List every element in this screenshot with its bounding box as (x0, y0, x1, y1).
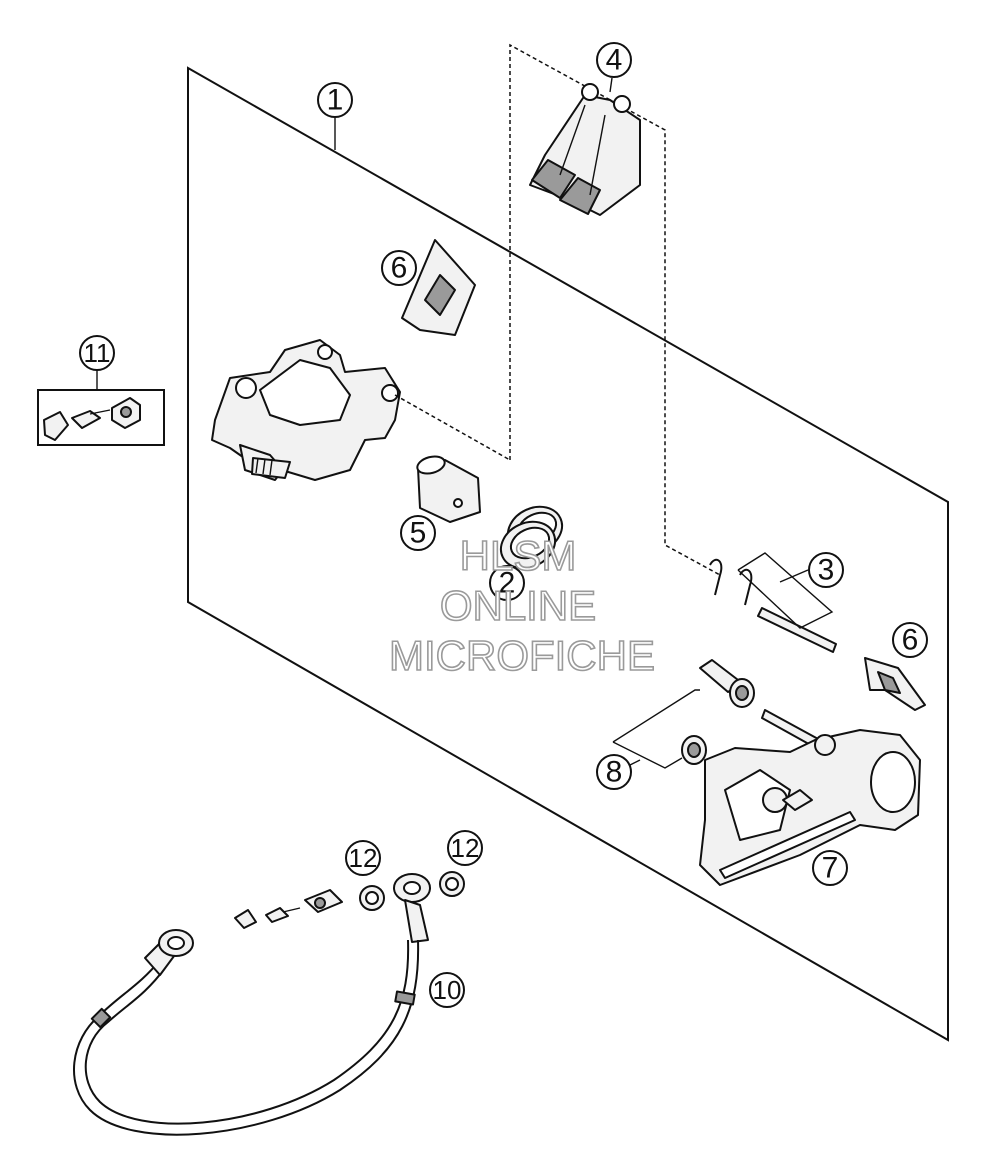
svg-text:7: 7 (822, 852, 839, 885)
pad-spring-upper (401, 239, 476, 336)
callout-1: 1 (317, 82, 353, 118)
callout-8: 8 (596, 754, 632, 790)
banjo-bolt-set (234, 889, 343, 929)
watermark-line-3: MICROFICHE (389, 632, 655, 679)
svg-text:4: 4 (606, 44, 623, 77)
brake-pads (529, 83, 641, 216)
caliper-bracket (699, 729, 921, 886)
callout-3: 3 (808, 552, 844, 588)
svg-text:11: 11 (84, 338, 111, 368)
callout-6b: 6 (892, 622, 928, 658)
callout-12b: 12 (447, 830, 483, 866)
svg-text:10: 10 (433, 975, 462, 1005)
pad-spring-lower (864, 657, 926, 711)
svg-text:1: 1 (327, 84, 344, 117)
svg-text:6: 6 (902, 624, 919, 657)
callout-12a: 12 (345, 840, 381, 876)
svg-text:2: 2 (499, 567, 516, 600)
callout-2: 2 (489, 565, 525, 601)
piston (416, 455, 481, 523)
seal-rings (499, 505, 564, 570)
svg-text:12: 12 (451, 833, 480, 863)
callout-5: 5 (400, 515, 436, 551)
pin-and-clips (709, 552, 837, 653)
brake-hose (73, 873, 431, 1136)
bleeder-kit-box (37, 370, 165, 446)
copper-washers (359, 871, 465, 911)
watermark-line-1: HLSM (460, 532, 577, 579)
caliper-pad-link (394, 394, 511, 461)
callout-10: 10 (429, 972, 465, 1008)
brake-caliper (211, 339, 401, 481)
callout-6a: 6 (381, 250, 417, 286)
svg-text:6: 6 (391, 252, 408, 285)
leader-4 (609, 77, 613, 93)
assembly-outline-1 (187, 66, 949, 1042)
watermark-line-2: ONLINE (440, 582, 596, 629)
svg-text:3: 3 (818, 554, 835, 587)
pad-group-dashed-outline (509, 43, 721, 576)
slide-pins-and-boots (612, 659, 821, 769)
callout-11: 11 (79, 335, 115, 371)
callout-4: 4 (596, 42, 632, 78)
svg-text:12: 12 (349, 843, 378, 873)
callout-7: 7 (812, 850, 848, 886)
watermark: HLSM ONLINE MICROFICHE (388, 531, 656, 680)
svg-text:8: 8 (606, 756, 623, 789)
svg-text:5: 5 (410, 517, 427, 550)
